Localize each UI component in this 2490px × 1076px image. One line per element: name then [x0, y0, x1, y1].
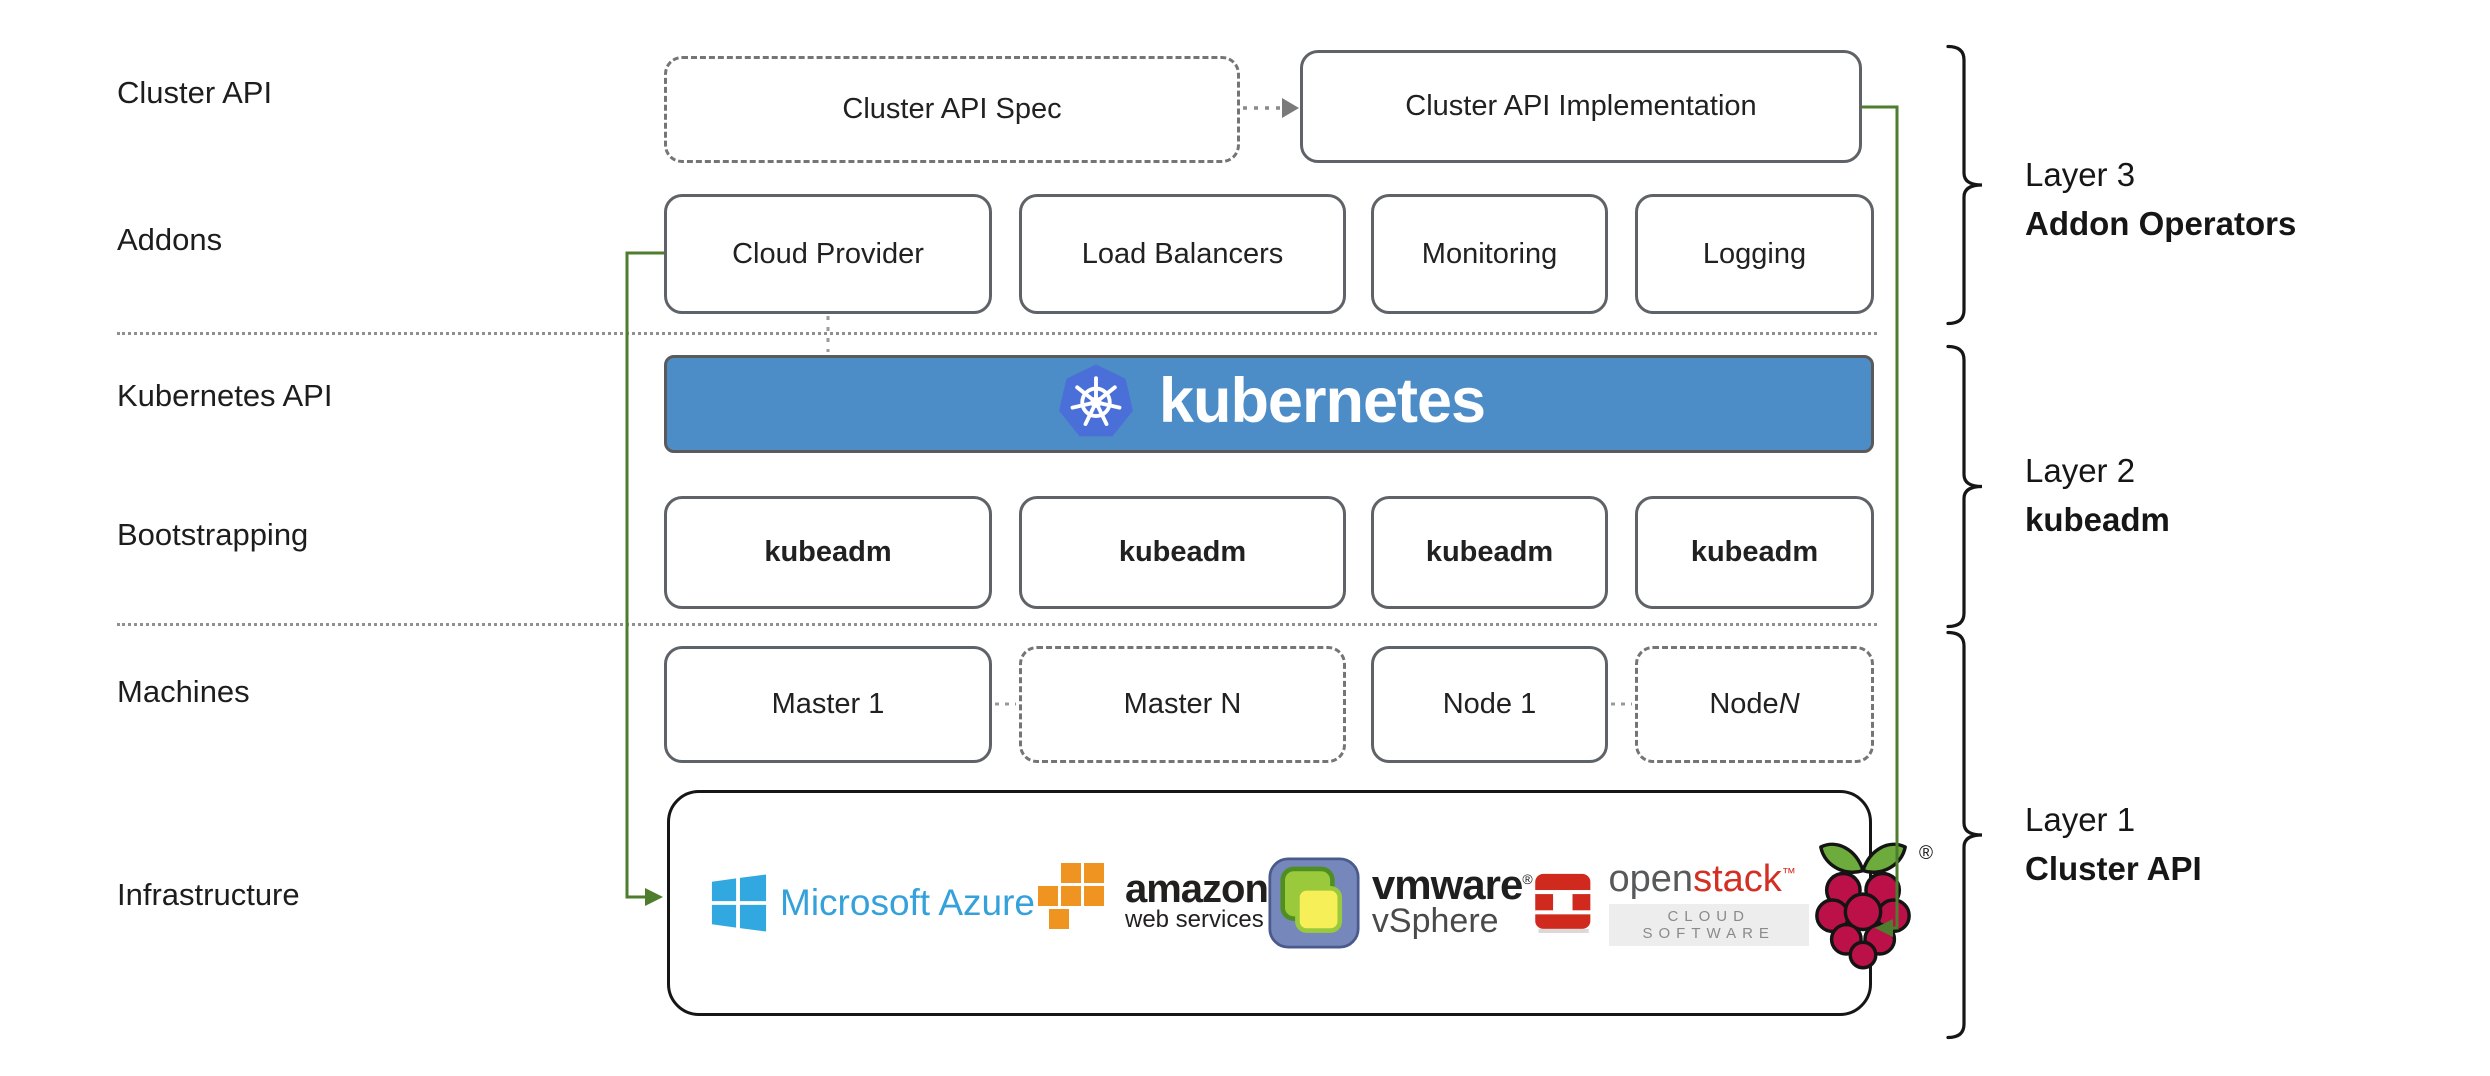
addon-box-load-balancers: Load Balancers	[1019, 194, 1346, 314]
machine-label: Master 1	[771, 688, 885, 720]
kubernetes-wordmark: kubernetes	[1158, 365, 1486, 436]
layer-3-title: Layer 3	[2025, 156, 2136, 193]
layer-2-subtitle: kubeadm	[2025, 501, 2170, 538]
layer-2-title: Layer 2	[2025, 452, 2136, 489]
windows-flag-icon	[711, 874, 767, 932]
infrastructure-box: Microsoft Azure amazon web services	[667, 790, 1933, 1016]
spec-to-implementation-arrowhead	[1282, 98, 1299, 118]
openstack-icon	[1531, 873, 1597, 933]
section-divider-top	[117, 332, 1877, 335]
aws-wordmark: amazon	[1124, 867, 1269, 911]
layer-1-label: Layer 1 Cluster API	[2025, 795, 2202, 893]
raspberry-pi-icon	[1815, 842, 1911, 969]
machine-label: Master N	[1123, 688, 1242, 720]
kubeadm-box-1: kubeadm	[664, 496, 992, 609]
addon-box-monitoring: Monitoring	[1371, 194, 1608, 314]
cluster-api-implementation-box: Cluster API Implementation	[1300, 50, 1862, 163]
row-label-kubernetes-api: Kubernetes API	[117, 378, 333, 413]
layer-2-bracket	[1946, 344, 1983, 629]
vmware-logo-text: vmware® vSphere	[1371, 864, 1533, 941]
openstack-trademark: ™	[1781, 864, 1796, 881]
kubernetes-logo-icon	[1059, 364, 1133, 437]
machine-box-node-n: Node N	[1635, 646, 1874, 763]
raspberry-pi-logo: ®	[1809, 825, 1933, 982]
row-label-infrastructure: Infrastructure	[117, 877, 300, 912]
aws-cubes-icon	[1037, 863, 1104, 929]
openstack-logo-text: openstack™ CLOUD SOFTWARE	[1608, 858, 1809, 946]
openstack-logo: openstack™ CLOUD SOFTWARE	[1531, 858, 1809, 946]
section-divider-bottom	[117, 623, 1877, 626]
machine-label-suffix: N	[1778, 688, 1800, 720]
cluster-api-spec-box: Cluster API Spec	[664, 56, 1240, 163]
layer-1-subtitle: Cluster API	[2025, 850, 2202, 887]
machine-box-master-1: Master 1	[664, 646, 992, 763]
openstack-subtext: CLOUD SOFTWARE	[1608, 904, 1809, 946]
layer-1-title: Layer 1	[2025, 801, 2136, 838]
cloud-provider-to-infrastructure-green-line	[625, 251, 664, 899]
addon-box-logging: Logging	[1635, 194, 1874, 314]
vmware-wordmark: vmware	[1371, 861, 1523, 909]
layer-3-bracket	[1946, 44, 1983, 326]
machine-box-node-1: Node 1	[1371, 646, 1608, 763]
layer-3-label: Layer 3 Addon Operators	[2025, 150, 2296, 248]
microsoft-azure-logo: Microsoft Azure	[710, 874, 1035, 932]
azure-logo-text: Microsoft Azure	[780, 882, 1035, 923]
machine-label: Node	[1709, 688, 1779, 720]
raspberry-registered-mark: ®	[1918, 842, 1933, 864]
layer-2-label: Layer 2 kubeadm	[2025, 446, 2170, 544]
aws-logo-text: amazon web services	[1124, 867, 1269, 934]
machine-label: Node 1	[1442, 688, 1537, 720]
layer-3-subtitle: Addon Operators	[2025, 205, 2297, 242]
kubernetes-banner: kubernetes	[664, 355, 1874, 453]
row-label-addons: Addons	[117, 222, 223, 257]
row-label-machines: Machines	[117, 674, 250, 709]
vmware-registered-mark: ®	[1522, 871, 1532, 888]
vmware-icon	[1268, 857, 1360, 949]
aws-subtext: web services	[1124, 906, 1264, 933]
openstack-word-open: open	[1608, 858, 1694, 900]
left-green-arrowhead	[645, 888, 663, 906]
layer-1-bracket	[1946, 630, 1983, 1040]
row-label-bootstrapping: Bootstrapping	[117, 517, 309, 552]
vsphere-subtext: vSphere	[1371, 902, 1499, 941]
machine-box-master-n: Master N	[1019, 646, 1346, 763]
openstack-word-stack: stack	[1693, 858, 1782, 900]
aws-logo: amazon web services	[1035, 861, 1269, 945]
row-label-cluster-api: Cluster API	[117, 75, 273, 110]
kubeadm-box-3: kubeadm	[1371, 496, 1608, 609]
kubeadm-box-4: kubeadm	[1635, 496, 1874, 609]
kubeadm-box-2: kubeadm	[1019, 496, 1346, 609]
vmware-vsphere-logo: vmware® vSphere	[1268, 857, 1533, 949]
addon-box-cloud-provider: Cloud Provider	[664, 194, 992, 314]
